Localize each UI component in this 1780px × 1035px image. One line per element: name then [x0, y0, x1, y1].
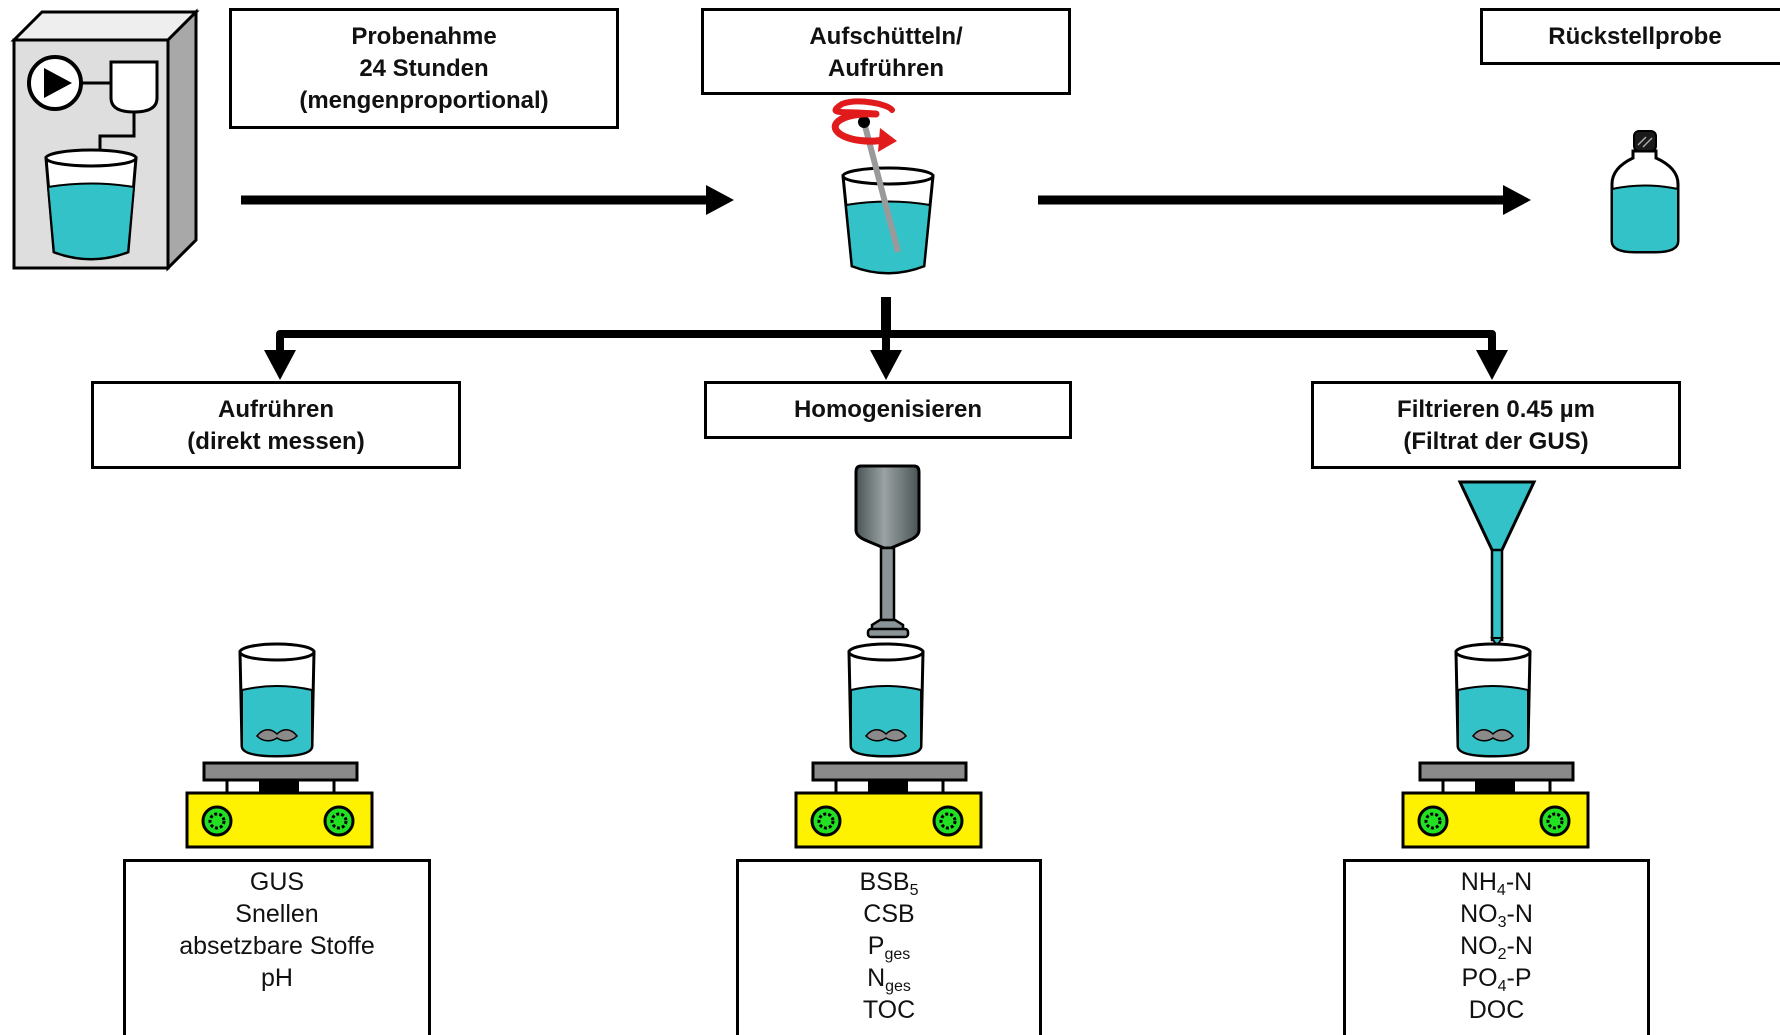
result-nh4-n: NH4-N [1460, 868, 1533, 899]
step-probenahme: Probenahme 24 Stunden (mengenproportiona… [229, 8, 619, 129]
stirring-beaker-icon [831, 98, 935, 275]
step-filtrieren-line1: Filtrieren 0.45 µm [1397, 396, 1595, 423]
step-probenahme-line1: Probenahme [351, 23, 497, 50]
step-filtrieren-line2: (Filtrat der GUS) [1403, 428, 1589, 455]
step-aufruehren-line1: Aufrühren [218, 396, 334, 423]
result-po4-p: PO4-P [1461, 964, 1532, 995]
result-no2-n: NO2-N [1460, 932, 1533, 963]
step-rueckstellprobe: Rückstellprobe [1480, 8, 1780, 65]
result-no3-n: NO3-N [1460, 900, 1533, 931]
step-aufschuetteln: Aufschütteln/ Aufrühren [701, 8, 1071, 95]
step-aufschuetteln-line2: Aufrühren [828, 55, 944, 82]
result-csb: CSB [863, 900, 915, 928]
result-doc: DOC [1468, 996, 1525, 1024]
bottle-icon [1610, 130, 1680, 254]
funnel-icon [1457, 480, 1537, 648]
step-filtrieren: Filtrieren 0.45 µm (Filtrat der GUS) [1311, 381, 1681, 469]
result-toc: TOC [862, 996, 916, 1024]
step-probenahme-line3: (mengenproportional) [299, 87, 549, 114]
step-probenahme-line2: 24 Stunden [359, 55, 489, 82]
step-rueckstellprobe-label: Rückstellprobe [1548, 23, 1722, 50]
stirrer-middle-icon [794, 642, 983, 849]
autosampler-icon [10, 8, 200, 272]
step-homogenisieren: Homogenisieren [704, 381, 1072, 439]
step-aufruehren: Aufrühren (direkt messen) [91, 381, 461, 469]
stirrer-left-icon [185, 642, 374, 849]
result-gus: GUS [249, 868, 305, 896]
homogenizer-icon [854, 464, 921, 639]
step-homogenisieren-label: Homogenisieren [793, 396, 983, 423]
stirrer-right-icon [1401, 642, 1590, 849]
result-direkt: GUS Snellen absetzbare Stoffe pH [123, 859, 431, 1035]
result-homogen: BSB5 CSB Pges Nges TOC [736, 859, 1042, 1035]
flow-arrows [241, 185, 1531, 380]
step-aufruehren-line2: (direkt messen) [187, 428, 365, 455]
result-nges: Nges [867, 964, 911, 995]
result-bsb5: BSB5 [859, 868, 919, 899]
result-pges: Pges [867, 932, 911, 963]
step-aufschuetteln-line1: Aufschütteln/ [809, 23, 963, 50]
result-filtrat: NH4-N NO3-N NO2-N PO4-P DOC [1343, 859, 1650, 1035]
result-snellen: Snellen [235, 900, 319, 928]
result-ph: pH [261, 964, 293, 992]
result-absetzbare-stoffe: absetzbare Stoffe [179, 932, 375, 960]
